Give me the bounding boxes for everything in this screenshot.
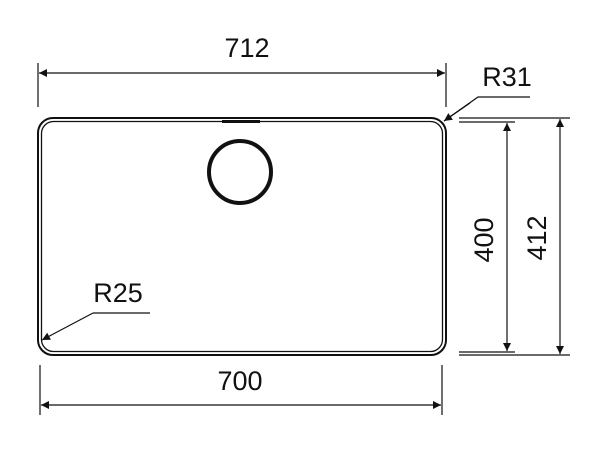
drain-hole [207, 139, 273, 205]
leader-arrow-r25 [41, 312, 94, 341]
dim-label-400: 400 [469, 217, 499, 262]
radius-label-r31: R31 [482, 62, 532, 92]
dim-label-712: 712 [224, 33, 269, 63]
dim-label-412: 412 [522, 215, 552, 260]
sink-inner-outline [40, 120, 444, 353]
radius-label-r25: R25 [93, 278, 143, 308]
sink-outer-outline [37, 117, 447, 356]
leader-arrow-r31 [443, 102, 471, 122]
dim-label-700: 700 [217, 366, 262, 396]
overflow-slot [222, 120, 260, 123]
